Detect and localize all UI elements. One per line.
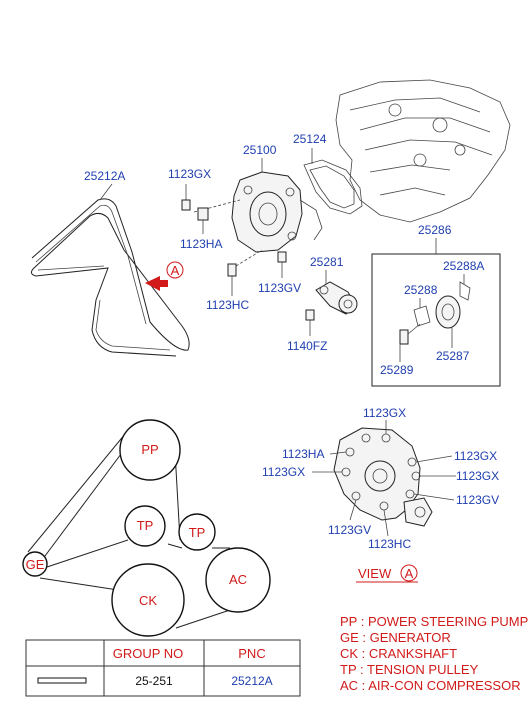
legend: PP : POWER STEERING PUMP GE : GENERATOR … bbox=[340, 614, 528, 693]
view-a-label-right-gx1: 1123GX bbox=[454, 449, 497, 463]
view-a-label-top: 1123GX bbox=[363, 406, 406, 420]
legend-item-ac: AC : AIR-CON COMPRESSOR bbox=[340, 678, 521, 693]
label-pulley: 25287 bbox=[436, 349, 470, 363]
legend-item-pp: PP : POWER STEERING PUMP bbox=[340, 614, 528, 629]
pulley-label-tp-left: TP bbox=[137, 518, 154, 533]
pulley-tp-right bbox=[178, 513, 216, 551]
table-cell-pnc: 25212A bbox=[231, 674, 272, 688]
view-a-label-right-gv: 1123GV bbox=[456, 493, 499, 507]
label-bolt-1123gx: 1123GX bbox=[168, 167, 211, 181]
table-header-group: GROUP NO bbox=[113, 646, 184, 661]
pulley-assy-drawing bbox=[399, 281, 471, 345]
view-a-title-marker: A bbox=[405, 566, 414, 581]
view-a-arrow: A bbox=[145, 261, 184, 291]
pulley-label-ge: GE bbox=[26, 557, 45, 572]
label-bolt-1140fz: 1140FZ bbox=[287, 339, 327, 353]
legend-item-ck: CK : CRANKSHAFT bbox=[340, 646, 457, 661]
view-a-label-bottom-hc: 1123HC bbox=[368, 537, 411, 551]
tensioner-assy-box bbox=[371, 253, 501, 387]
label-tensioner: 25281 bbox=[310, 255, 344, 269]
view-a-title-text: VIEW bbox=[358, 566, 392, 581]
pulley-label-tp-right: TP bbox=[189, 525, 206, 540]
label-pulley-bolt: 25289 bbox=[380, 363, 414, 377]
view-a-leaders bbox=[312, 420, 456, 537]
water-pump-drawing bbox=[231, 159, 363, 253]
pulley-ck bbox=[111, 563, 185, 637]
label-gasket: 25124 bbox=[293, 132, 327, 146]
label-belt: 25212A bbox=[84, 169, 125, 183]
view-a-label-left-ha: 1123HA bbox=[282, 447, 324, 461]
parts-table: GROUP NO PNC 25-251 25212A bbox=[25, 639, 301, 697]
pulley-label-ac: AC bbox=[229, 572, 247, 587]
view-a-label-right-gx2: 1123GX bbox=[456, 469, 499, 483]
label-bolt-1123ha: 1123HA bbox=[180, 237, 222, 251]
label-bolt-1123gv: 1123GV bbox=[258, 281, 301, 295]
table-cell-group: 25-251 bbox=[135, 674, 173, 688]
view-a-drawing bbox=[333, 427, 433, 527]
pulley-ac bbox=[205, 547, 271, 613]
label-washer: 25288 bbox=[404, 283, 438, 297]
pulley-ge bbox=[22, 551, 48, 577]
pulley-label-ck: CK bbox=[139, 593, 157, 608]
belt-symbol bbox=[37, 677, 87, 684]
pulley-tp-left bbox=[124, 505, 166, 547]
belt-routing-diagram: PP GE TP TP CK AC bbox=[22, 419, 271, 637]
pulley-pp bbox=[119, 419, 181, 481]
view-a-title: VIEW A bbox=[356, 564, 418, 583]
label-water-pump: 25100 bbox=[243, 143, 277, 157]
label-tensioner-assy: 25286 bbox=[418, 223, 452, 237]
view-a-marker: A bbox=[171, 263, 180, 278]
legend-item-tp: TP : TENSION PULLEY bbox=[340, 662, 479, 677]
legend-item-ge: GE : GENERATOR bbox=[340, 630, 451, 645]
label-pulley-cap: 25288A bbox=[443, 259, 484, 273]
label-bolt-1123hc: 1123HC bbox=[206, 298, 249, 312]
view-a-label-left-gx: 1123GX bbox=[262, 465, 305, 479]
belt-drawing bbox=[30, 183, 190, 357]
engine-block-drawing bbox=[335, 79, 511, 223]
view-a-label-bottom-gv: 1123GV bbox=[328, 523, 371, 537]
table-header-pnc: PNC bbox=[238, 646, 265, 661]
pulley-label-pp: PP bbox=[141, 442, 158, 457]
tensioner-drawing bbox=[315, 281, 358, 315]
